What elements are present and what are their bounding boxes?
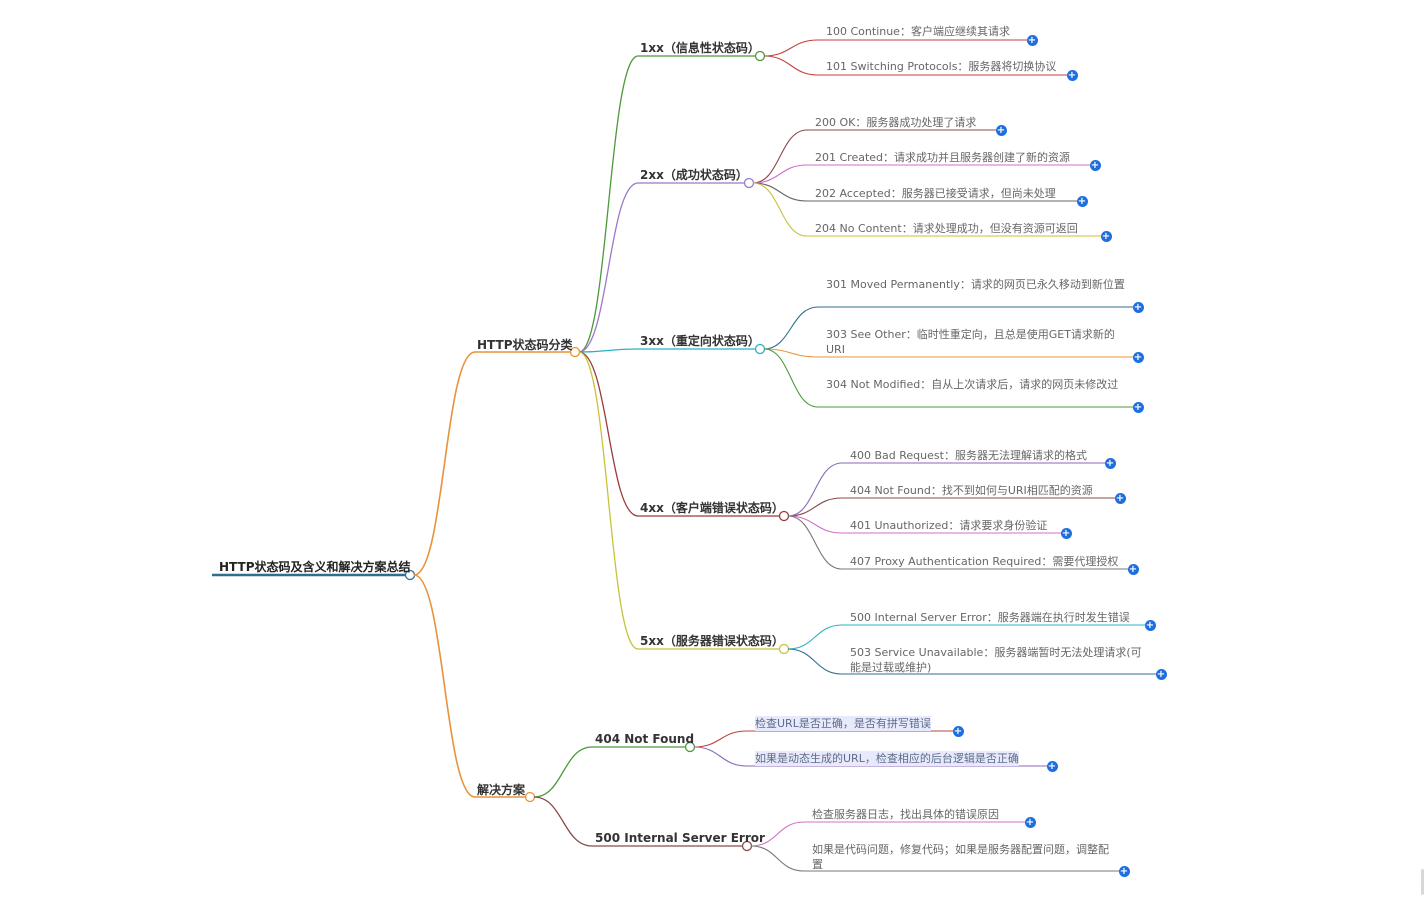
branch-group-1 xyxy=(578,55,639,353)
branch-solution-2-item-1 xyxy=(750,821,805,847)
group-5-label: 5xx（服务器错误状态码） xyxy=(640,634,784,648)
branch-group-5 xyxy=(578,351,639,650)
expand-icon[interactable]: + xyxy=(952,725,964,737)
expand-icon[interactable]: + xyxy=(1132,301,1144,313)
branch-group-3-item-3 xyxy=(763,348,819,408)
branch-group-2-item-4 xyxy=(752,182,808,237)
expand-icon[interactable]: + xyxy=(1060,527,1072,539)
root-node-label: HTTP状态码及含义和解决方案总结 xyxy=(219,560,411,574)
branch-group-2 xyxy=(578,182,639,353)
expand-icon[interactable]: + xyxy=(1144,619,1156,631)
expand-icon[interactable]: + xyxy=(1127,563,1139,575)
group-1-label: 1xx（信息性状态码） xyxy=(640,41,760,55)
branch-solution-2-item-2 xyxy=(750,845,805,872)
branch-group-4-item-1 xyxy=(787,462,843,517)
group-3-label: 3xx（重定向状态码） xyxy=(640,334,760,348)
group-5-item-2-label: 503 Service Unavailable：服务器端暂时无法处理请求(可能是… xyxy=(850,646,1142,674)
group-1-item-1-label: 100 Continue：客户端应继续其请求 xyxy=(826,25,1010,38)
group-4-item-2-label: 404 Not Found：找不到如何与URI相匹配的资源 xyxy=(850,484,1093,497)
branch-classification xyxy=(413,351,476,576)
branch-group-3-item-2 xyxy=(763,348,819,358)
branch-group-4-item-3 xyxy=(787,515,843,534)
expand-icon[interactable]: + xyxy=(995,124,1007,136)
solutions-node-toggle[interactable] xyxy=(524,791,536,803)
expand-icon[interactable]: + xyxy=(1024,816,1036,828)
branch-solution-1 xyxy=(533,746,593,798)
group-4-item-1-label: 400 Bad Request：服务器无法理解请求的格式 xyxy=(850,449,1087,462)
expand-icon[interactable]: + xyxy=(1100,230,1112,242)
solution-2-item-2-label: 如果是代码问题，修复代码；如果是服务器配置问题，调整配置 xyxy=(812,843,1109,871)
group-4-label: 4xx（客户端错误状态码） xyxy=(640,501,784,515)
expand-icon[interactable]: + xyxy=(1132,351,1144,363)
expand-icon[interactable]: + xyxy=(1076,195,1088,207)
group-2-label: 2xx（成功状态码） xyxy=(640,168,748,182)
group-4-item-4-label: 407 Proxy Authentication Required：需要代理授权 xyxy=(850,555,1119,568)
branch-group-4-item-4 xyxy=(787,515,843,570)
group-3-item-1-label: 301 Moved Permanently：请求的网页已永久移动到新位置 xyxy=(826,278,1125,291)
scrollbar-handle[interactable] xyxy=(1421,869,1424,895)
solutions-node-label: 解决方案 xyxy=(477,783,526,797)
branch-solution-2 xyxy=(533,796,593,847)
group-3-item-3-label: 304 Not Modified：自从上次请求后，请求的网页未修改过 xyxy=(826,378,1119,391)
group-2-item-4-label: 204 No Content：请求处理成功，但没有资源可返回 xyxy=(815,222,1078,235)
branch-solution-1-item-2 xyxy=(693,746,748,767)
solution-2-label: 500 Internal Server Error xyxy=(595,831,765,845)
expand-icon[interactable]: + xyxy=(1155,668,1167,680)
solution-2-item-1-label: 检查服务器日志，找出具体的错误原因 xyxy=(812,808,999,821)
expand-icon[interactable]: + xyxy=(1026,34,1038,46)
expand-icon[interactable]: + xyxy=(1114,492,1126,504)
branch-solution-1-item-1 xyxy=(693,730,748,748)
branch-group-3 xyxy=(578,348,639,353)
branch-group-3-item-1 xyxy=(763,306,819,350)
expand-icon[interactable]: + xyxy=(1066,69,1078,81)
group-2-item-1-label: 200 OK：服务器成功处理了请求 xyxy=(815,116,977,129)
group-2-item-3-label: 202 Accepted：服务器已接受请求，但尚未处理 xyxy=(815,187,1056,200)
solution-1-item-2-label: 如果是动态生成的URL，检查相应的后台逻辑是否正确 xyxy=(755,751,1019,766)
group-1-item-2-label: 101 Switching Protocols：服务器将切换协议 xyxy=(826,60,1057,73)
solution-1-item-1-label: 检查URL是否正确，是否有拼写错误 xyxy=(755,716,931,731)
group-4-item-3-label: 401 Unauthorized：请求要求身份验证 xyxy=(850,519,1048,532)
branch-solutions xyxy=(413,574,476,798)
branch-group-4 xyxy=(578,351,639,517)
group-5-item-1-label: 500 Internal Server Error：服务器端在执行时发生错误 xyxy=(850,611,1130,624)
branch-group-5-item-1 xyxy=(787,624,843,650)
branch-group-2-item-1 xyxy=(752,129,808,184)
solution-1-label: 404 Not Found xyxy=(595,732,695,746)
branch-group-1-item-1 xyxy=(763,39,819,57)
branch-group-5-item-2 xyxy=(787,648,843,675)
branch-group-2-item-2 xyxy=(752,164,808,184)
expand-icon[interactable]: + xyxy=(1104,457,1116,469)
group-3-item-2-label: 303 See Other：临时性重定向，且总是使用GET请求新的URI xyxy=(826,328,1115,356)
branch-group-2-item-3 xyxy=(752,182,808,202)
expand-icon[interactable]: + xyxy=(1089,159,1101,171)
expand-icon[interactable]: + xyxy=(1046,760,1058,772)
expand-icon[interactable]: + xyxy=(1118,865,1130,877)
classification-node-label: HTTP状态码分类 xyxy=(477,338,573,352)
group-2-item-2-label: 201 Created：请求成功并且服务器创建了新的资源 xyxy=(815,151,1071,164)
branch-group-1-item-2 xyxy=(763,55,819,76)
branch-group-4-item-2 xyxy=(787,497,843,517)
expand-icon[interactable]: + xyxy=(1132,401,1144,413)
